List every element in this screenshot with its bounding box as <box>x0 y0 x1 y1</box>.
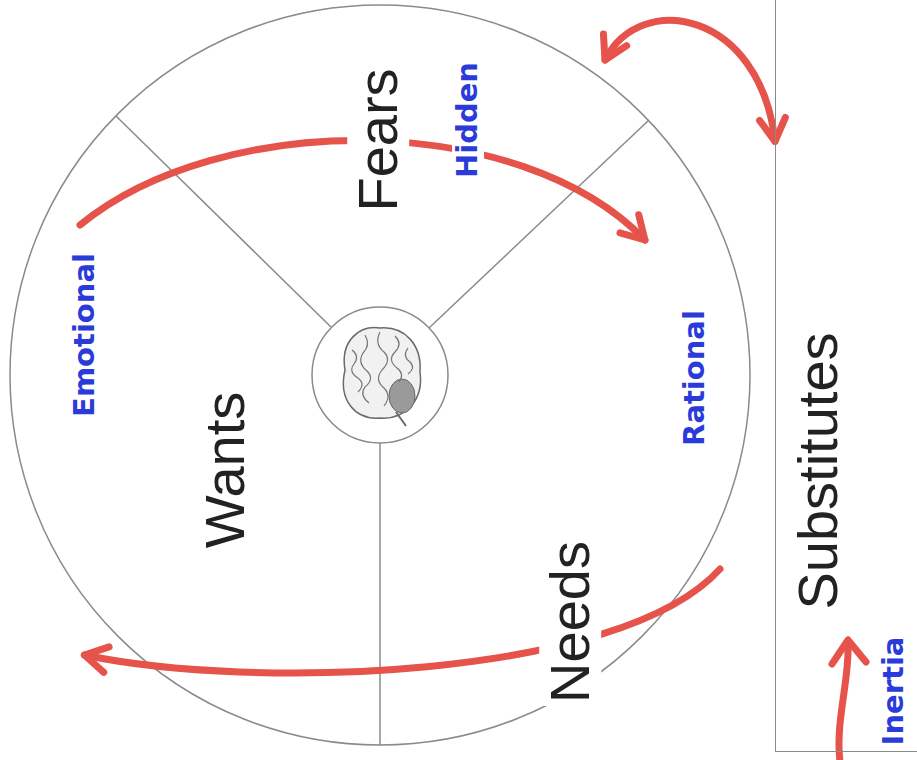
arrow-curve <box>605 20 775 141</box>
inner-circle <box>312 307 448 443</box>
box-title: Substitutes <box>787 329 849 612</box>
arrow-head <box>84 647 109 672</box>
divider-line <box>379 443 381 745</box>
arrow-head <box>760 117 786 141</box>
curved-arrow <box>603 20 785 141</box>
handwritten-note: Inertia <box>878 634 910 749</box>
curved-arrow <box>84 569 720 673</box>
handwritten-note: Hidden <box>452 59 484 181</box>
handwritten-note: Emotional <box>69 250 101 420</box>
sector-title: Needs <box>539 538 601 706</box>
incoming-arrow <box>832 640 866 760</box>
needs-sector: Needs Rational <box>530 240 720 710</box>
arrow-curve <box>84 569 720 673</box>
arrow-head <box>620 215 645 240</box>
arrow-head <box>603 34 626 60</box>
sector-title: Wants <box>194 389 256 552</box>
divider-line <box>116 116 331 327</box>
sector-title: Fears <box>347 65 409 214</box>
substitutes-box: SubstitutesInertia <box>775 0 917 752</box>
handwritten-note: Rational <box>679 307 711 449</box>
fears-sector: Fears Hidden <box>330 20 605 235</box>
wants-sector: Wants Emotional <box>55 225 265 655</box>
brain-icon <box>343 328 420 426</box>
outer-circle <box>10 5 750 745</box>
